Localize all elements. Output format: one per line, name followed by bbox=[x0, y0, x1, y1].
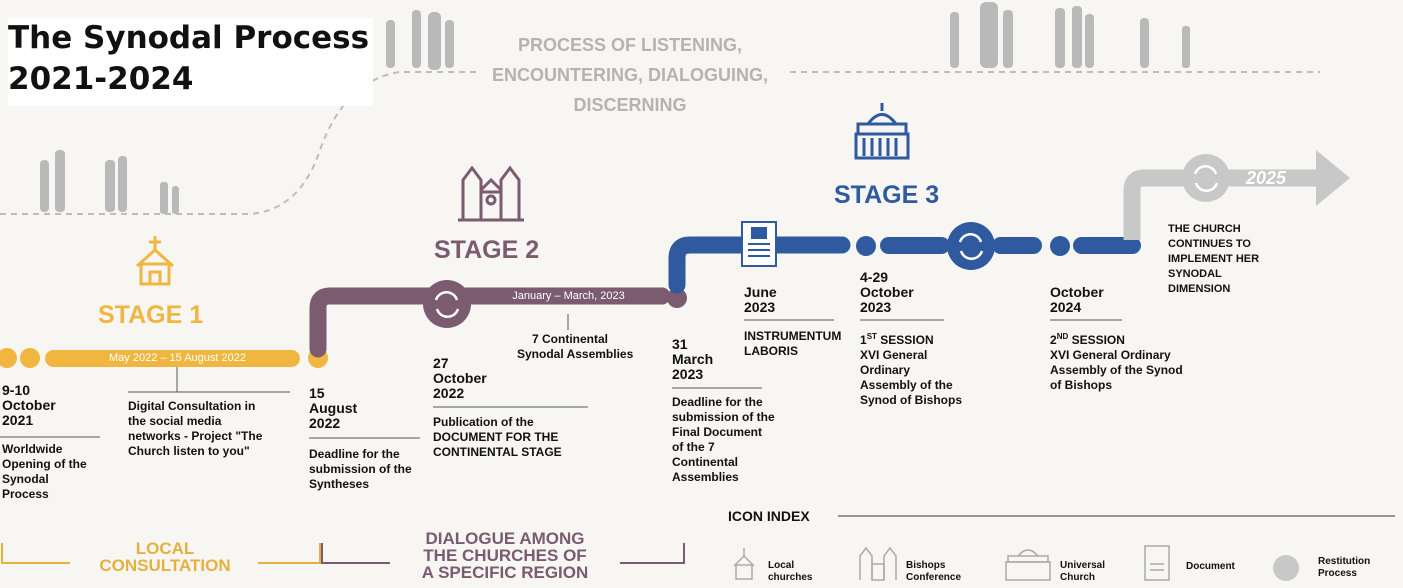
future-arrow-path bbox=[1123, 169, 1320, 240]
stage3-bar bbox=[1073, 237, 1141, 254]
basilica-icon bbox=[1005, 549, 1051, 581]
future-arrowhead bbox=[1316, 150, 1350, 206]
bishops-conference-icon bbox=[859, 546, 897, 581]
icon-index-label: Document bbox=[1186, 561, 1235, 572]
dialogue-bracket bbox=[321, 543, 685, 564]
basilica-icon bbox=[854, 103, 910, 160]
restitution-icon bbox=[1182, 154, 1230, 202]
stage3-dot bbox=[1050, 236, 1070, 256]
stage2-end-dot bbox=[667, 288, 687, 308]
stage1-bar bbox=[45, 350, 300, 367]
restitution-icon bbox=[947, 222, 995, 270]
stage3-dot bbox=[856, 236, 876, 256]
process-banner: PROCESS OF LISTENING, ENCOUNTERING, DIAL… bbox=[491, 35, 768, 115]
restitution-icon bbox=[1273, 555, 1299, 581]
bishops-conference-icon bbox=[458, 165, 524, 222]
stage2-title: STAGE 2 bbox=[434, 236, 540, 264]
stage1-title: STAGE 1 bbox=[98, 301, 204, 329]
stage3-title: STAGE 3 bbox=[834, 181, 940, 209]
stage3-bar bbox=[880, 237, 950, 254]
stage1-dot bbox=[20, 348, 40, 368]
icon-index-title: ICON INDEX bbox=[728, 508, 810, 524]
stage3-bar bbox=[992, 237, 1042, 254]
stage2-date-pill: January – March, 2023 bbox=[512, 290, 625, 302]
stage1-date-pill: May 2022 – 15 August 2022 bbox=[109, 352, 246, 364]
future-year: 2025 bbox=[1246, 168, 1287, 188]
process-dashed-path bbox=[0, 71, 480, 215]
church-icon bbox=[733, 548, 755, 580]
stage3-path bbox=[668, 236, 851, 294]
local-bracket bbox=[1, 543, 321, 564]
stage2-path bbox=[309, 287, 671, 358]
people-silhouettes bbox=[40, 2, 1190, 214]
church-icon bbox=[136, 236, 174, 286]
document-icon bbox=[1144, 545, 1170, 581]
restitution-icon bbox=[423, 280, 471, 328]
page-title: The Synodal Process 2021-2024 bbox=[8, 18, 374, 106]
stage1-dot bbox=[0, 348, 17, 368]
